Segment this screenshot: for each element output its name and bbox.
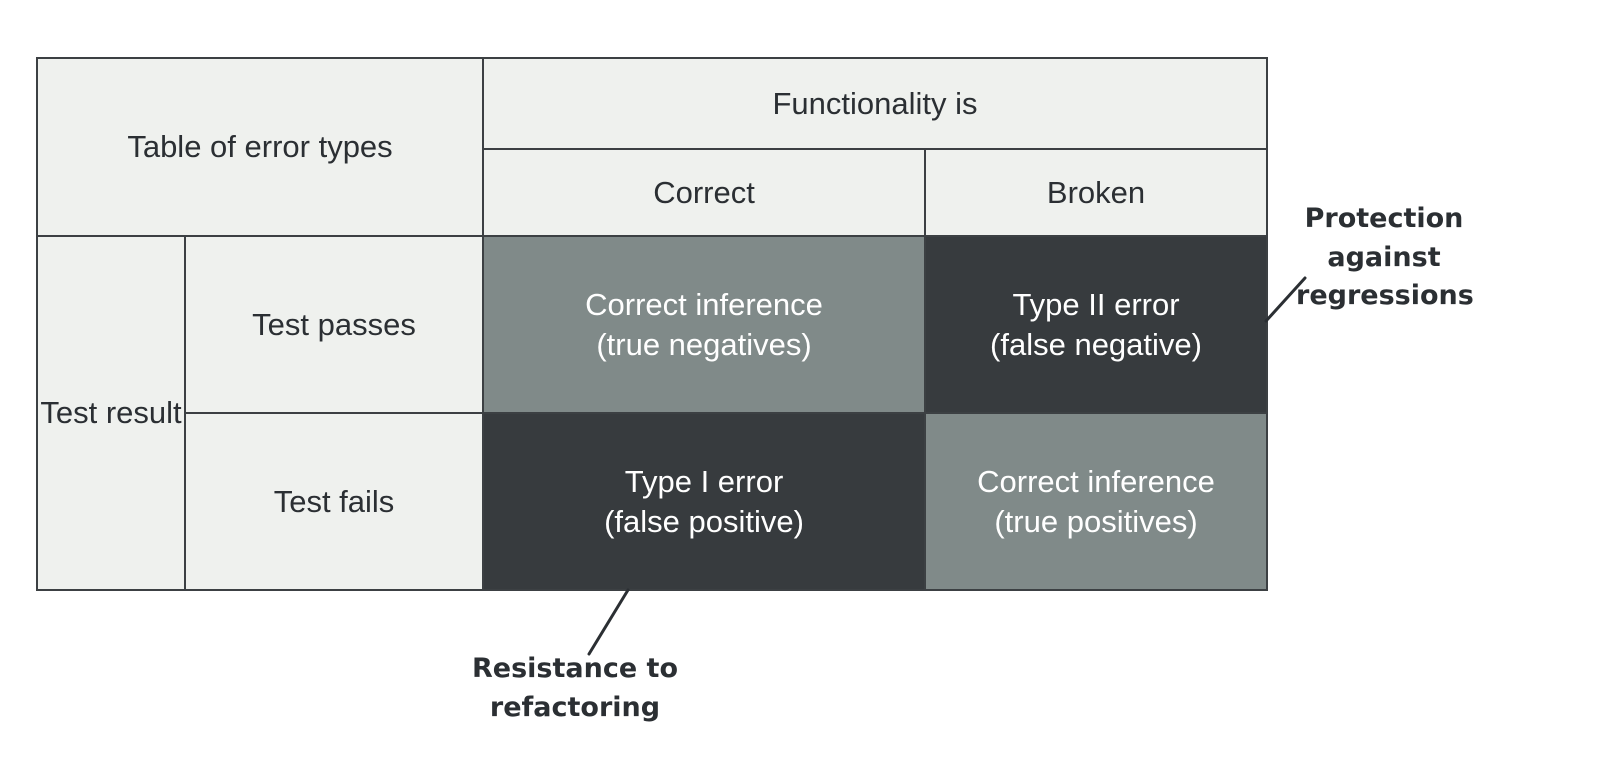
cell-true-positives-line2: (true positives) [994, 503, 1198, 539]
cell-true-positives-line1: Correct inference [977, 464, 1215, 500]
row-group-header-test-result: Test result [36, 235, 186, 591]
table-header-row-columns: Correct Broken [37, 148, 1269, 237]
cell-true-negatives-line2: (true negatives) [596, 326, 812, 362]
cell-type-2-error-line1: Type II error [1012, 287, 1180, 323]
column-group-header: Functionality is [482, 57, 1269, 150]
cell-type-2-error: Type II error (false negative) [924, 235, 1269, 414]
cell-true-negatives: Correct inference (true negatives) [482, 235, 927, 414]
cell-true-positives: Correct inference (true positives) [924, 412, 1269, 591]
table-header-row-group: Table of error types Functionality is [35, 57, 1269, 237]
table-row-test-passes: Test result Test passes Correct inferenc… [36, 235, 1269, 591]
leader-line-resistance [587, 588, 630, 656]
cell-type-1-error: Type I error (false positive) [482, 412, 927, 591]
cell-type-2-error-line2: (false negative) [990, 326, 1202, 362]
cell-true-negatives-line1: Correct inference [585, 287, 823, 323]
row-header-test-fails: Test fails [183, 412, 485, 591]
cell-type-1-error-line2: (false positive) [604, 503, 804, 539]
cell-type-1-error-line1: Type I error [624, 464, 784, 500]
error-types-table: Table of error types Functionality is Co… [35, 57, 1269, 591]
table-row-test-fails: Test fails Type I error (false positive)… [37, 412, 1269, 591]
row-header-test-passes: Test passes [183, 235, 485, 414]
annotation-resistance-to-refactoring: Resistance to refactoring [471, 653, 679, 723]
column-header-broken: Broken [924, 148, 1269, 237]
column-header-correct: Correct [482, 148, 927, 237]
table-corner-title: Table of error types [35, 57, 485, 237]
annotation-protection-against-regressions: Protection against regressions [1296, 203, 1474, 312]
